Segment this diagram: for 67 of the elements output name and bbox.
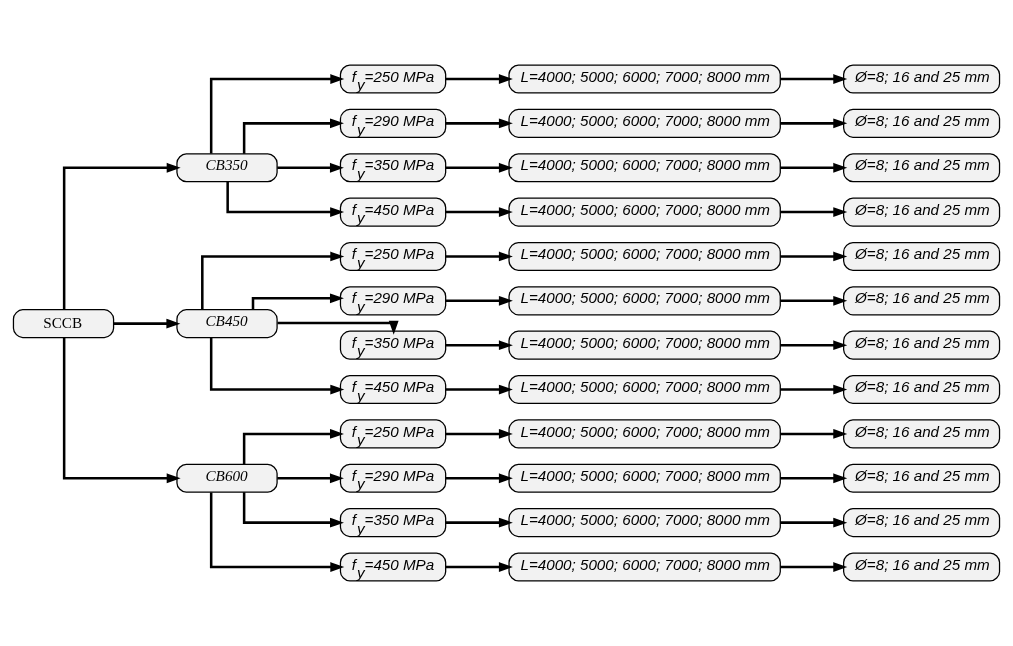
arrow — [445, 118, 513, 129]
arrow — [780, 384, 848, 395]
node-box: Ø=8; 16 and 25 mm — [843, 108, 1001, 138]
node-box: L=4000; 5000; 6000; 7000; 8000 mm — [508, 241, 781, 272]
node-box: Ø=8; 16 and 25 mm — [843, 374, 1001, 405]
arrow — [780, 295, 848, 306]
node-box: L=4000; 5000; 6000; 7000; 8000 mm — [508, 463, 781, 493]
arrow — [209, 492, 345, 572]
node-box: Ø=8; 16 and 25 mm — [843, 330, 1001, 360]
node-box: Ø=8; 16 and 25 mm — [843, 153, 1001, 183]
arrow — [445, 74, 513, 84]
arrow — [242, 492, 344, 528]
arrow — [209, 74, 345, 154]
node-box: Ø=8; 16 and 25 mm — [843, 64, 1001, 94]
node-box: L=4000; 5000; 6000; 7000; 8000 mm — [508, 153, 781, 183]
arrow — [445, 162, 513, 173]
arrow — [251, 293, 344, 310]
arrow — [780, 251, 848, 262]
arrow — [445, 207, 513, 217]
node-box: Ø=8; 16 and 25 mm — [843, 463, 1001, 493]
arrow — [445, 384, 513, 395]
arrow — [62, 162, 181, 310]
arrow — [277, 320, 399, 335]
node-box: L=4000; 5000; 6000; 7000; 8000 mm — [508, 374, 781, 405]
node-box: L=4000; 5000; 6000; 7000; 8000 mm — [508, 508, 781, 538]
arrow — [445, 429, 513, 439]
node-box: Ø=8; 16 and 25 mm — [843, 197, 1001, 227]
node-box: CB350 — [176, 153, 278, 183]
arrow — [277, 473, 344, 484]
arrow — [780, 562, 848, 572]
arrow — [780, 517, 848, 528]
arrow — [445, 251, 513, 262]
node-box: CB450 — [176, 309, 278, 339]
arrow — [780, 118, 848, 129]
node-box: Ø=8; 16 and 25 mm — [843, 241, 1001, 272]
node-box: SCCB — [12, 309, 115, 339]
node-box: L=4000; 5000; 6000; 7000; 8000 mm — [508, 64, 781, 94]
node-box: Ø=8; 16 and 25 mm — [843, 552, 1001, 582]
arrow — [780, 429, 848, 439]
arrow — [445, 340, 513, 351]
node-box: L=4000; 5000; 6000; 7000; 8000 mm — [508, 419, 781, 449]
node-box: Ø=8; 16 and 25 mm — [843, 286, 1001, 316]
arrow — [780, 207, 848, 217]
arrow — [780, 340, 848, 351]
node-box: L=4000; 5000; 6000; 7000; 8000 mm — [508, 330, 781, 360]
arrow — [445, 517, 513, 528]
node-box: L=4000; 5000; 6000; 7000; 8000 mm — [508, 552, 781, 582]
arrow — [277, 162, 344, 173]
arrow — [445, 473, 513, 484]
node-box: L=4000; 5000; 6000; 7000; 8000 mm — [508, 197, 781, 227]
arrow — [780, 162, 848, 173]
arrow — [226, 181, 345, 217]
arrow — [113, 318, 181, 329]
arrow — [209, 337, 345, 395]
arrow — [445, 295, 513, 306]
node-box: L=4000; 5000; 6000; 7000; 8000 mm — [508, 108, 781, 138]
node-box: Ø=8; 16 and 25 mm — [843, 419, 1001, 449]
node-box: L=4000; 5000; 6000; 7000; 8000 mm — [508, 286, 781, 316]
arrow — [242, 118, 344, 154]
arrow — [62, 337, 181, 484]
arrow — [201, 251, 345, 310]
node-box: Ø=8; 16 and 25 mm — [843, 508, 1001, 538]
arrow — [445, 562, 513, 572]
node-box: CB600 — [176, 463, 278, 493]
arrow — [242, 429, 344, 465]
arrow — [780, 473, 848, 484]
arrow — [780, 74, 848, 84]
